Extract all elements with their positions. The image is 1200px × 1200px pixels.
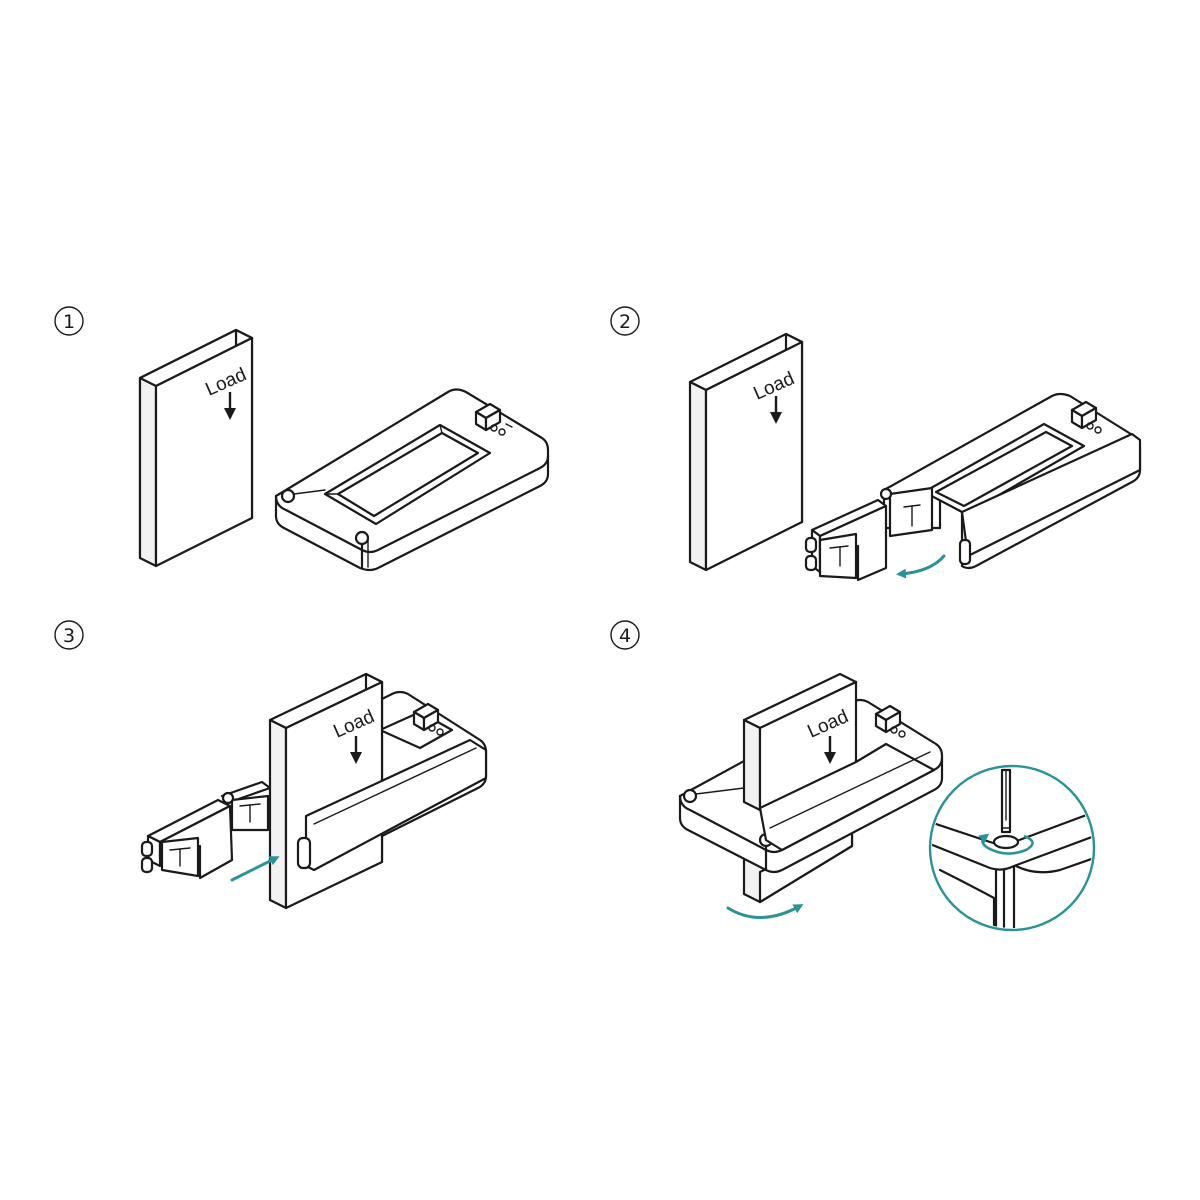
step-number-label: 4: [619, 625, 631, 647]
rotate-arrow-icon: [896, 554, 946, 579]
step-4: 4 Load: [610, 620, 1096, 932]
step-number-3: 3: [54, 620, 84, 650]
step-number-4: 4: [610, 620, 640, 650]
step-number-2: 2: [610, 306, 640, 336]
step-2: 2 Load: [610, 306, 1142, 582]
sensor-frame-open: Load: [140, 672, 488, 910]
step-number-1: 1: [54, 306, 84, 336]
detail-zoom-circle: [928, 764, 1096, 932]
step-number-label: 2: [619, 311, 631, 333]
sensor-frame-open: [804, 392, 1142, 582]
screwdriver-icon: [1000, 768, 1012, 834]
step-number-label: 1: [63, 311, 75, 333]
step-number-label: 3: [63, 625, 75, 647]
step-1: 1 Load: [54, 306, 550, 572]
rotate-arrow-icon: [726, 904, 804, 919]
step-3: 3: [54, 620, 488, 910]
load-block: Load: [742, 672, 858, 812]
sensor-frame-closed: [274, 388, 550, 572]
load-block: Load: [688, 332, 804, 572]
sensor-frame-installed: Load: [678, 672, 944, 919]
insert-arrow-icon: [230, 856, 280, 882]
load-block: Load: [138, 328, 254, 568]
